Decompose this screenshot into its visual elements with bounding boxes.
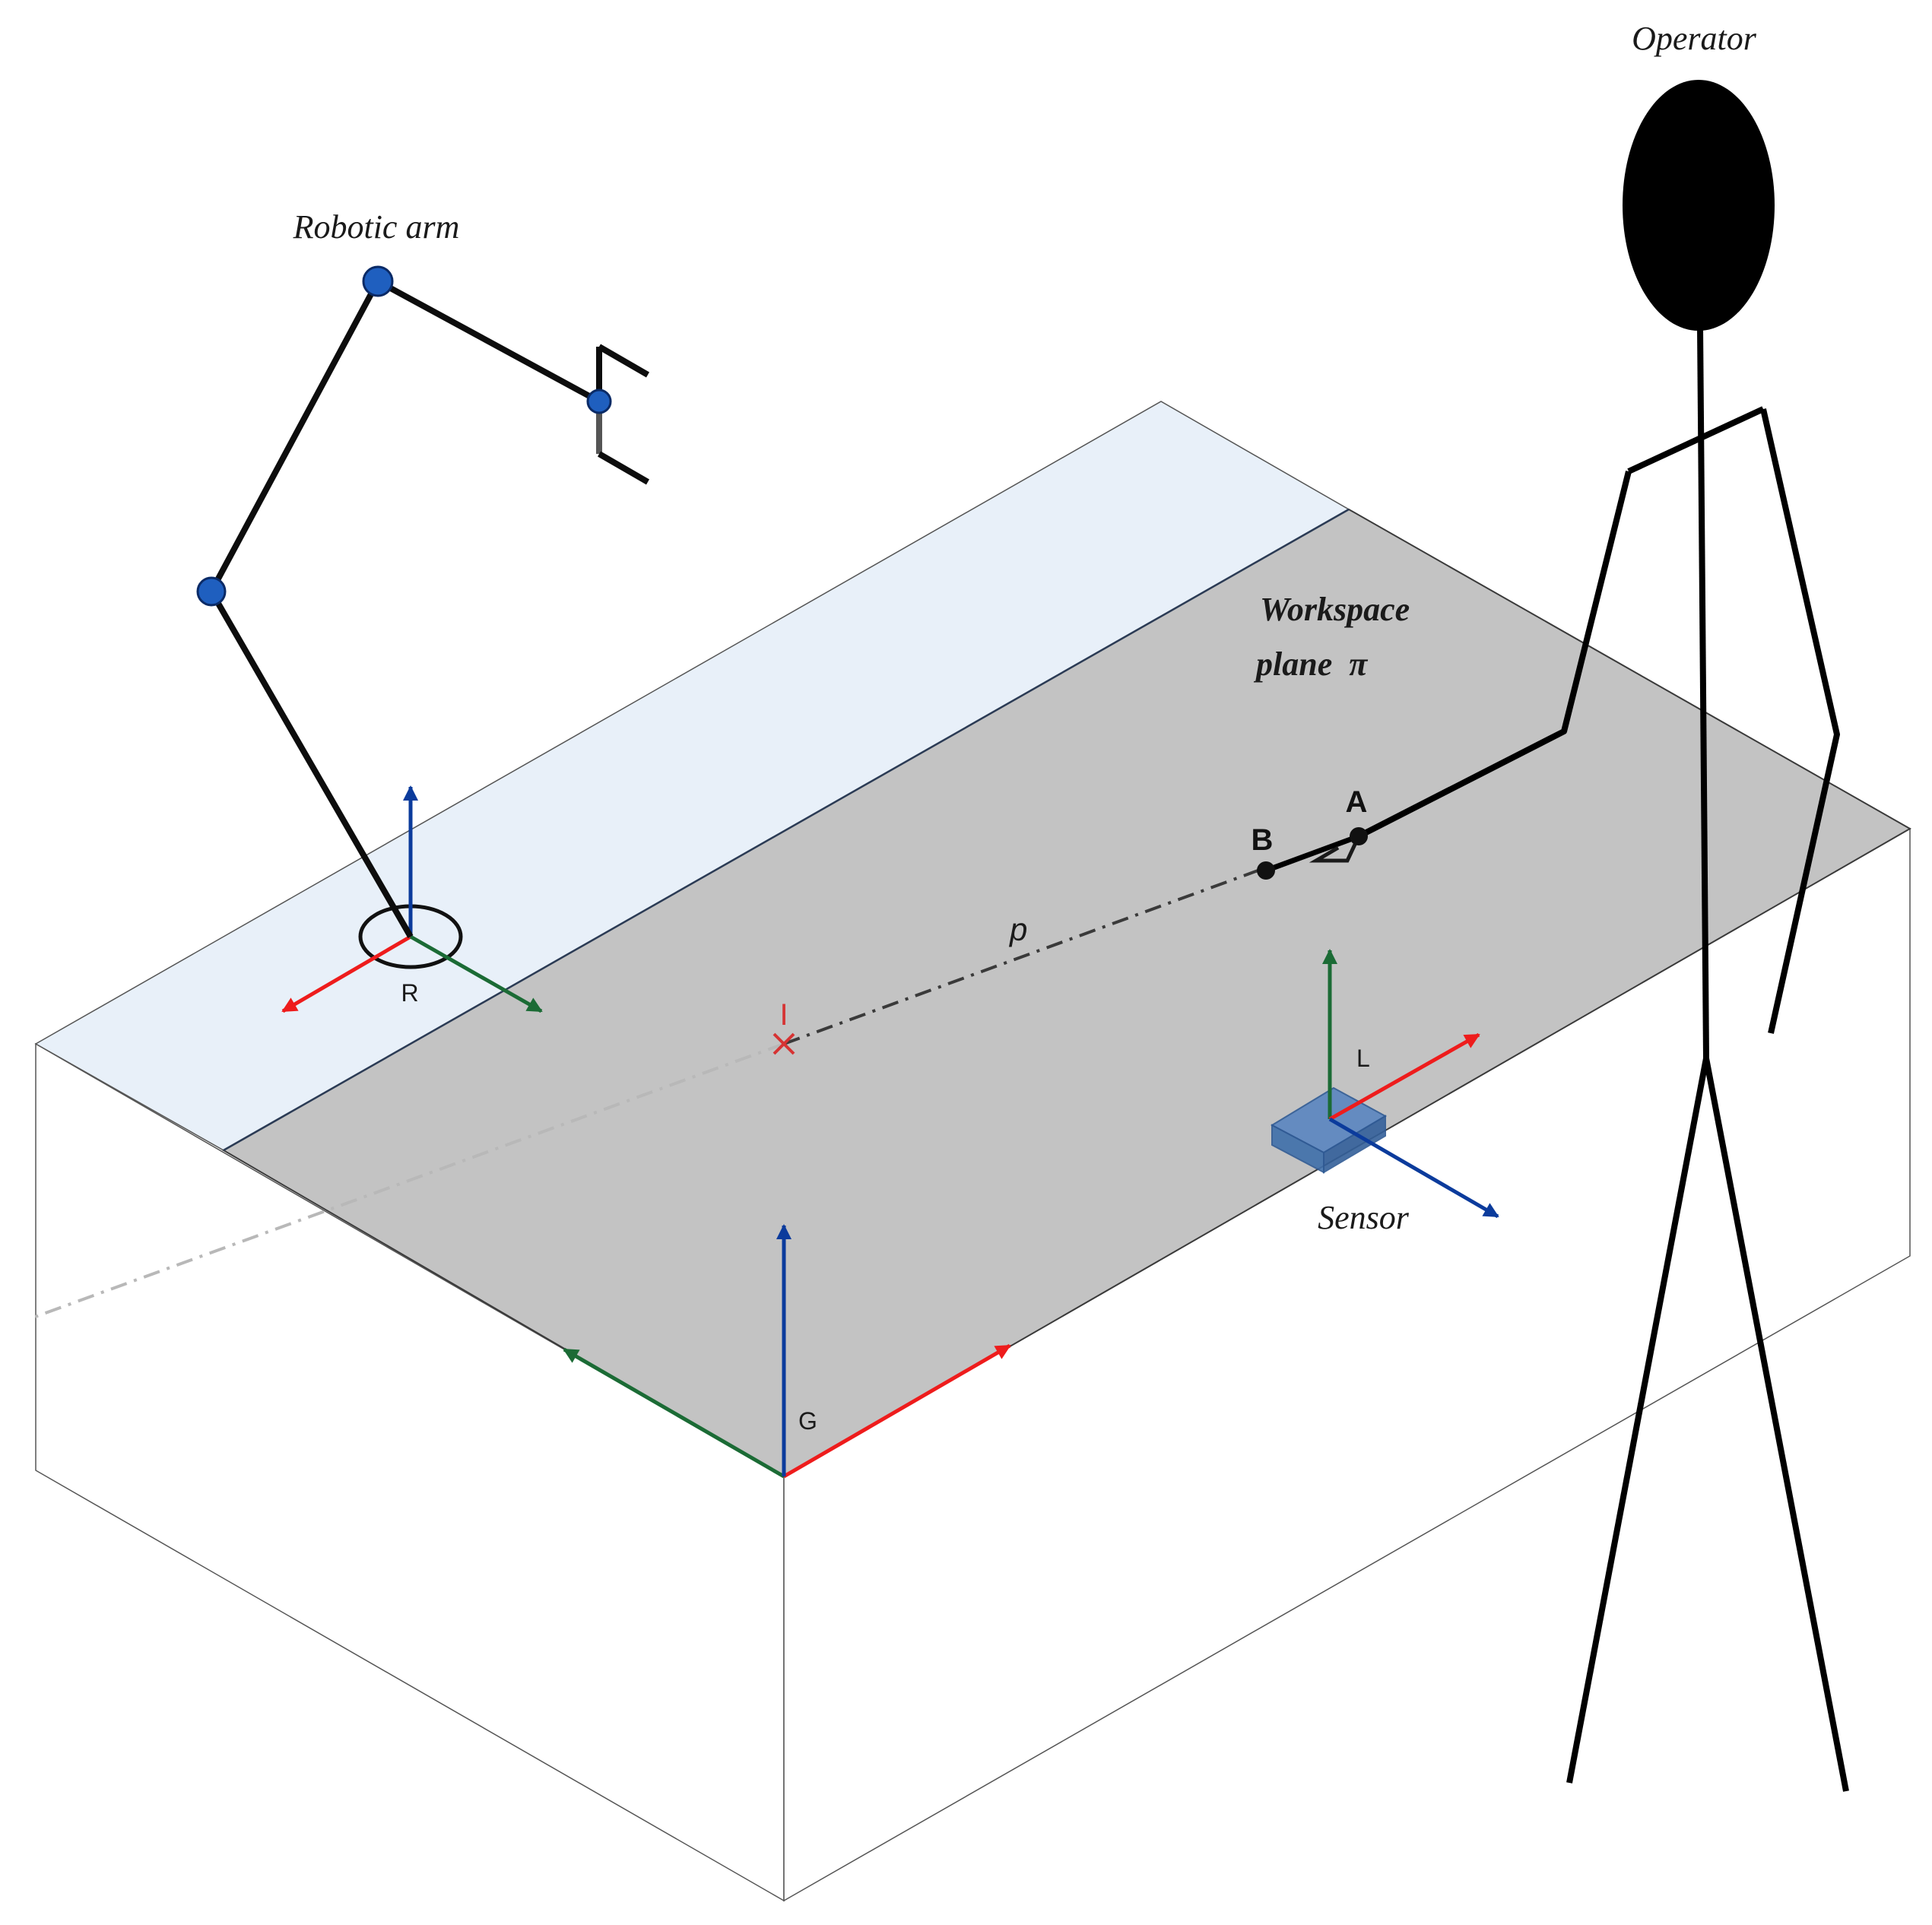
operator-left-arm xyxy=(1357,471,1632,839)
operator-forearm xyxy=(1264,833,1360,874)
point-a xyxy=(1350,827,1368,845)
point-a-label: A xyxy=(1346,785,1368,819)
joint-elbow xyxy=(196,576,227,607)
operator-figure: Operator xyxy=(1264,20,1849,1792)
intersection-marker: I xyxy=(772,998,795,1055)
operator-head xyxy=(1623,80,1775,331)
workspace-label-line1: Workspace xyxy=(1260,591,1410,628)
frame-l-label: L xyxy=(1356,1045,1370,1072)
frame-l-y-axis xyxy=(1328,1117,1499,1219)
gripper-finger-top xyxy=(597,344,650,378)
pointing-ray xyxy=(28,867,1263,1321)
frame-r-x-axis xyxy=(281,934,412,1013)
line-p-label: p xyxy=(1008,912,1027,947)
sensor-side xyxy=(1323,1115,1386,1174)
operator-right-leg xyxy=(1703,1058,1849,1792)
sensor: Sensor xyxy=(1270,1086,1410,1236)
joint-shoulder xyxy=(362,265,394,297)
operator-spine xyxy=(1697,326,1709,1059)
frame-g: G xyxy=(563,1224,1011,1479)
frame-l: L xyxy=(1322,949,1499,1219)
joint-wrist xyxy=(586,388,612,414)
frame-r-label: R xyxy=(401,979,418,1007)
frame-g-y-axis xyxy=(563,1347,785,1479)
cross-stroke-2 xyxy=(772,1032,795,1055)
operator-right-arm xyxy=(1760,408,1840,1034)
robotic-arm-label: Robotic arm xyxy=(293,208,460,246)
arm-links xyxy=(208,278,601,938)
point-b-label: B xyxy=(1252,823,1274,857)
operator-shoulders xyxy=(1627,406,1765,474)
workspace-label-line2: plane π xyxy=(1253,645,1368,683)
robotic-arm: Robotic arm xyxy=(196,208,650,938)
operator-hand xyxy=(1309,835,1361,863)
robot-base: R xyxy=(281,785,543,1013)
frame-g-x-axis xyxy=(782,1343,1011,1479)
pointing-ray-extension xyxy=(28,1042,785,1321)
operator-label: Operator xyxy=(1632,20,1757,57)
zone-divider xyxy=(223,508,1350,1152)
frame-l-x-axis xyxy=(1328,1032,1480,1121)
point-b xyxy=(1257,861,1275,880)
frame-r-y-axis xyxy=(409,934,543,1013)
intersection-label: I xyxy=(779,998,788,1032)
pointing-ray-segment xyxy=(783,867,1263,1045)
sensor-label: Sensor xyxy=(1318,1199,1410,1236)
workspace-label: Workspace plane π xyxy=(1253,591,1410,683)
pointing-points: A B xyxy=(1252,785,1368,880)
gripper-finger-bottom xyxy=(597,451,650,485)
operator-left-leg xyxy=(1566,1058,1709,1784)
frame-g-label: G xyxy=(798,1407,817,1435)
